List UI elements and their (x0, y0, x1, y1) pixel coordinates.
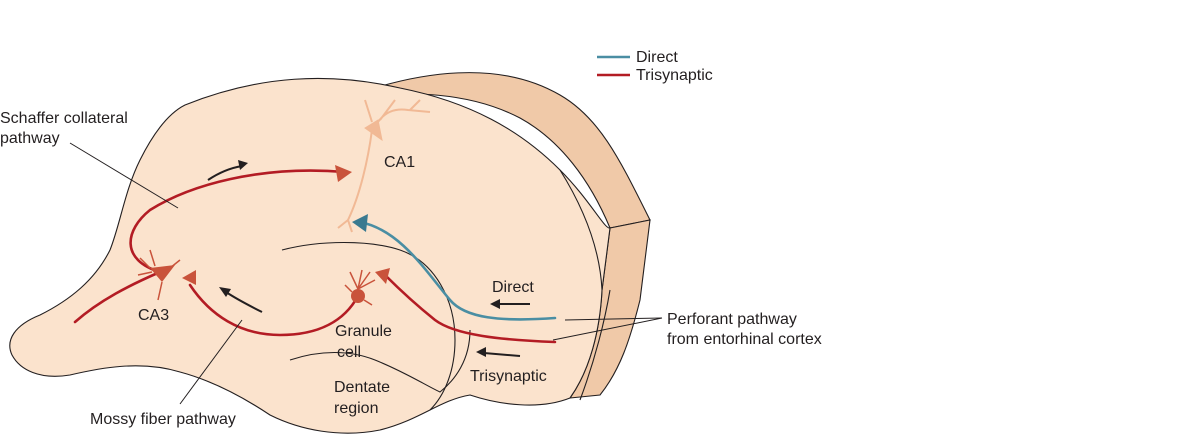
ca3-label: CA3 (138, 307, 169, 324)
perforant-label-line1: Perforant pathway (667, 311, 797, 328)
legend-trisynaptic-label: Trisynaptic (636, 67, 713, 84)
schaffer-label-line1: Schaffer collateral (0, 110, 128, 127)
perforant-label-line2: from entorhinal cortex (667, 331, 822, 348)
trisynaptic-flow-arrow (483, 352, 521, 357)
slab-edge-lower (579, 289, 611, 401)
hippocampus-body (9, 77, 611, 434)
schaffer-leader (69, 142, 179, 209)
direct-flow-arrowhead (490, 299, 500, 309)
mossy-fiber-label: Mossy fiber pathway (90, 411, 236, 428)
perforant-tri-terminal (375, 268, 390, 284)
ca3-pyramidal-neuron (137, 249, 181, 301)
fissure-line (281, 242, 456, 411)
legend-direct-label: Direct (636, 49, 678, 66)
granule-label-line1: Granule (335, 323, 392, 340)
schaffer-flow-arrow (207, 165, 243, 181)
trisynaptic-arrow-label: Trisynaptic (470, 368, 547, 385)
granule-cell-neuron (344, 269, 376, 306)
trisynaptic-flow-arrowhead (476, 347, 486, 357)
schaffer-label-line2: pathway (0, 130, 60, 147)
direct-terminal (352, 214, 368, 232)
perforant-leader-trisynaptic (552, 317, 663, 341)
perforant-leader-direct (564, 317, 663, 321)
mossy-flow-arrowhead (219, 287, 231, 297)
ca1-pyramidal-neuron (337, 99, 431, 233)
mossy-flow-arrow (225, 291, 263, 313)
dentate-label-line2: region (334, 400, 378, 417)
granule-label-line2: cell (337, 344, 361, 361)
dentate-outline (289, 329, 471, 393)
schaffer-collateral-axon (129, 169, 347, 274)
mossy-terminal (182, 270, 196, 285)
front-edge (559, 169, 603, 291)
ca1-label: CA1 (384, 154, 415, 171)
perforant-trisynaptic-axon (383, 273, 557, 344)
mossy-fiber-axon (188, 283, 360, 337)
dentate-label-line1: Dentate (334, 379, 390, 396)
ca3-axon-left (73, 270, 162, 324)
schaffer-flow-arrowhead (238, 160, 248, 170)
direct-arrow-label: Direct (492, 279, 534, 296)
schaffer-terminal (335, 165, 352, 182)
legend: Direct Trisynaptic (597, 49, 713, 84)
mossy-leader (179, 319, 243, 405)
direct-pathway-axon (358, 220, 557, 321)
